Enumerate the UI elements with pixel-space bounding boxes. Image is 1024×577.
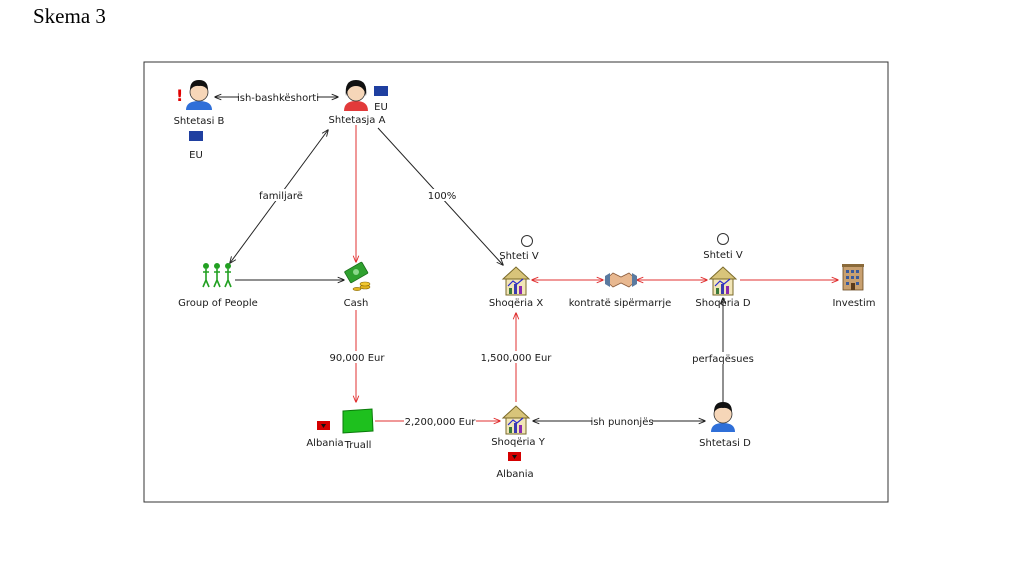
node-cash[interactable]: Cash	[344, 261, 371, 309]
land-plot-icon	[342, 408, 374, 434]
person-male-icon	[711, 402, 735, 432]
flag-label: EU	[189, 150, 203, 161]
edge-label-perfaqesues: perfaqësues	[692, 354, 754, 365]
node-shtetasi-b[interactable]: ! Shtetasi B EU	[174, 80, 225, 161]
node-kontrate-sipermarrje[interactable]: kontratë sipërmarrje	[569, 272, 672, 309]
node-label: Group of People	[178, 298, 258, 309]
node-label: Truall	[344, 440, 372, 451]
person-male-icon	[186, 80, 212, 110]
state-circle-icon	[521, 235, 533, 247]
node-tag: Shteti V	[703, 250, 743, 261]
node-label: Cash	[344, 298, 369, 309]
flag-label: Albania	[496, 469, 533, 480]
person-female-icon	[344, 80, 368, 111]
building-investment-icon	[842, 264, 864, 291]
cash-icon	[344, 261, 371, 291]
node-truall[interactable]: Albania Truall	[306, 408, 374, 451]
node-label: Investim	[832, 298, 875, 309]
flag-label: EU	[374, 102, 388, 113]
node-label: Shoqëria Y	[491, 437, 546, 448]
node-shtetasja-a[interactable]: EU Shtetasja A	[329, 80, 388, 126]
node-shoqeria-x[interactable]: Shteti V Shoqëria X	[489, 235, 544, 310]
handshake-icon	[604, 272, 638, 288]
node-label: Shoqëria X	[489, 298, 544, 309]
node-label: Shoqëria D	[695, 298, 751, 309]
edge-label-90000-eur: 90,000 Eur	[330, 353, 386, 364]
edge-label-1500000-eur: 1,500,000 Eur	[481, 353, 553, 364]
edge-label-ish-punonjes: ish punonjës	[590, 417, 653, 428]
group-of-people-icon	[202, 262, 232, 288]
node-shoqeria-d[interactable]: Shteti V Shoqëria D	[695, 233, 751, 310]
page-title: Skema 3	[33, 4, 106, 28]
warning-exclamation-icon: !	[176, 86, 183, 105]
eu-flag-icon	[374, 86, 388, 96]
edge-label-2200000-eur: 2,200,000 Eur	[405, 417, 477, 428]
flag-label: Albania	[306, 438, 343, 449]
node-tag: Shteti V	[499, 251, 539, 262]
node-shoqeria-y[interactable]: Shoqëria Y Albania	[491, 405, 546, 480]
node-group-of-people[interactable]: Group of People	[178, 262, 258, 309]
eu-flag-icon	[189, 131, 203, 141]
node-label: Shtetasja A	[329, 115, 386, 126]
node-investim[interactable]: Investim	[832, 264, 876, 309]
edge-label-familjare: familjarë	[259, 191, 303, 202]
edge-label-100-percent: 100%	[428, 191, 457, 202]
node-label: Shtetasi D	[699, 438, 751, 449]
node-shtetasi-d[interactable]: Shtetasi D	[699, 402, 751, 449]
state-circle-icon	[717, 233, 729, 245]
node-label: Shtetasi B	[174, 116, 225, 127]
edge-label-ish-bashkeshorti: ish-bashkëshorti	[237, 93, 319, 104]
node-label: kontratë sipërmarrje	[569, 298, 672, 309]
